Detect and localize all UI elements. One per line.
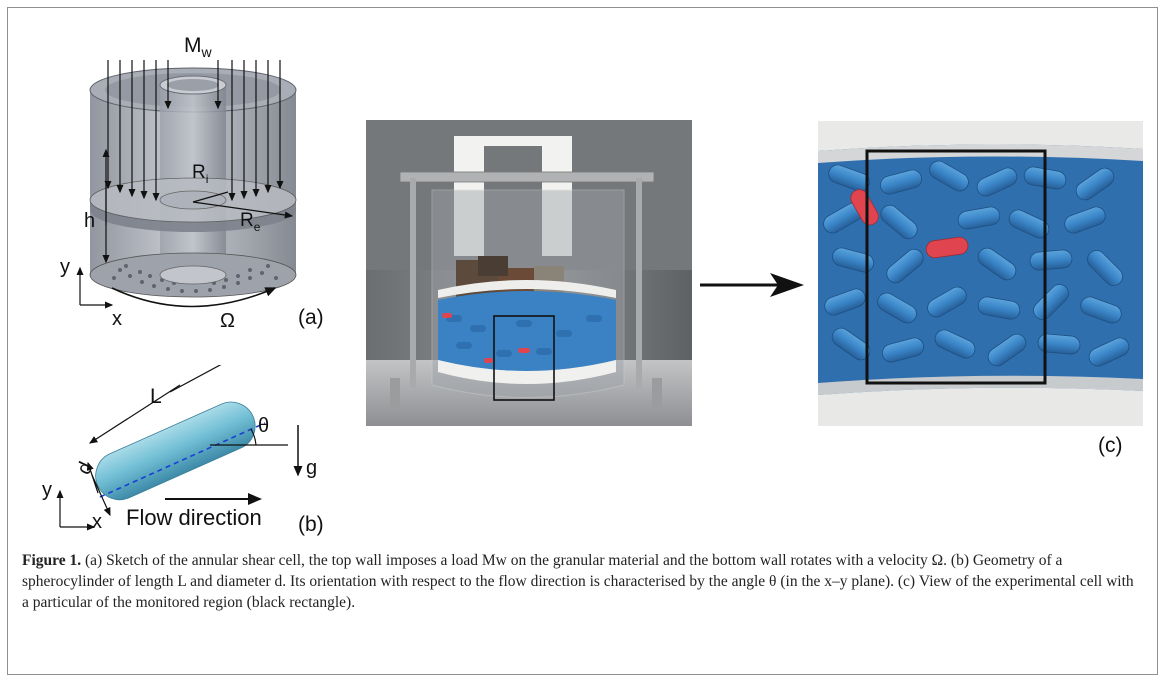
inner-radius-label: Ri bbox=[192, 162, 209, 186]
spherocylinder-particle bbox=[95, 401, 256, 501]
zoomed-particles-illustration bbox=[818, 121, 1143, 426]
length-arrow-right bbox=[169, 356, 237, 393]
zoom-arrow bbox=[700, 270, 805, 300]
length-label: L bbox=[150, 385, 162, 408]
experimental-cell-illustration bbox=[366, 120, 692, 426]
rotation-arrow bbox=[111, 287, 277, 308]
zoomed-region-photo bbox=[818, 121, 1143, 426]
flow-direction-label: Flow direction bbox=[126, 505, 262, 530]
load-label: Mw bbox=[184, 34, 212, 61]
axis-x-label-b: x bbox=[92, 511, 102, 533]
gravity-label: g bbox=[306, 457, 318, 479]
rotation-label: Ω bbox=[220, 310, 235, 332]
red-tracer-particle bbox=[850, 189, 879, 226]
panel-b-tag: (b) bbox=[298, 513, 324, 536]
axis-y-label: y bbox=[60, 256, 70, 278]
axis-x-label: x bbox=[112, 308, 122, 330]
spherocylinder-diagram bbox=[56, 356, 303, 531]
outer-radius-line bbox=[192, 201, 294, 219]
monitored-region-box bbox=[865, 149, 1047, 385]
panel-b-sketch: L θ d g y x Flow direction (b) bbox=[30, 356, 350, 540]
particle-axis-line bbox=[99, 422, 266, 498]
outer-radius-label: Re bbox=[240, 210, 261, 234]
caption-text: (a) Sketch of the annular shear cell, th… bbox=[22, 552, 1134, 611]
figure-frame bbox=[7, 7, 1158, 675]
panel-a-tag: (a) bbox=[298, 306, 324, 329]
red-tracer-particle bbox=[925, 236, 969, 259]
figure-label: Figure 1. bbox=[22, 552, 82, 569]
load-arrows bbox=[104, 60, 284, 202]
monitored-region-box-small bbox=[493, 315, 555, 401]
shear-cell-diagram bbox=[76, 60, 297, 309]
axis-y-label-b: y bbox=[42, 479, 52, 501]
panel-c-tag: (c) bbox=[1098, 434, 1123, 457]
height-label: h bbox=[84, 210, 96, 232]
angle-label: θ bbox=[258, 415, 270, 437]
figure-caption: Figure 1. (a) Sketch of the annular shea… bbox=[22, 550, 1142, 613]
bottom-plate-holes bbox=[112, 264, 278, 293]
length-arrow-left bbox=[88, 384, 181, 444]
angle-arc bbox=[250, 428, 257, 446]
diameter-arrow-down bbox=[91, 474, 111, 517]
experimental-cell-photo bbox=[366, 120, 692, 426]
inner-radius-line bbox=[192, 191, 229, 203]
panel-a-sketch: Mw Ri Re h y x Ω (a) bbox=[50, 30, 340, 340]
